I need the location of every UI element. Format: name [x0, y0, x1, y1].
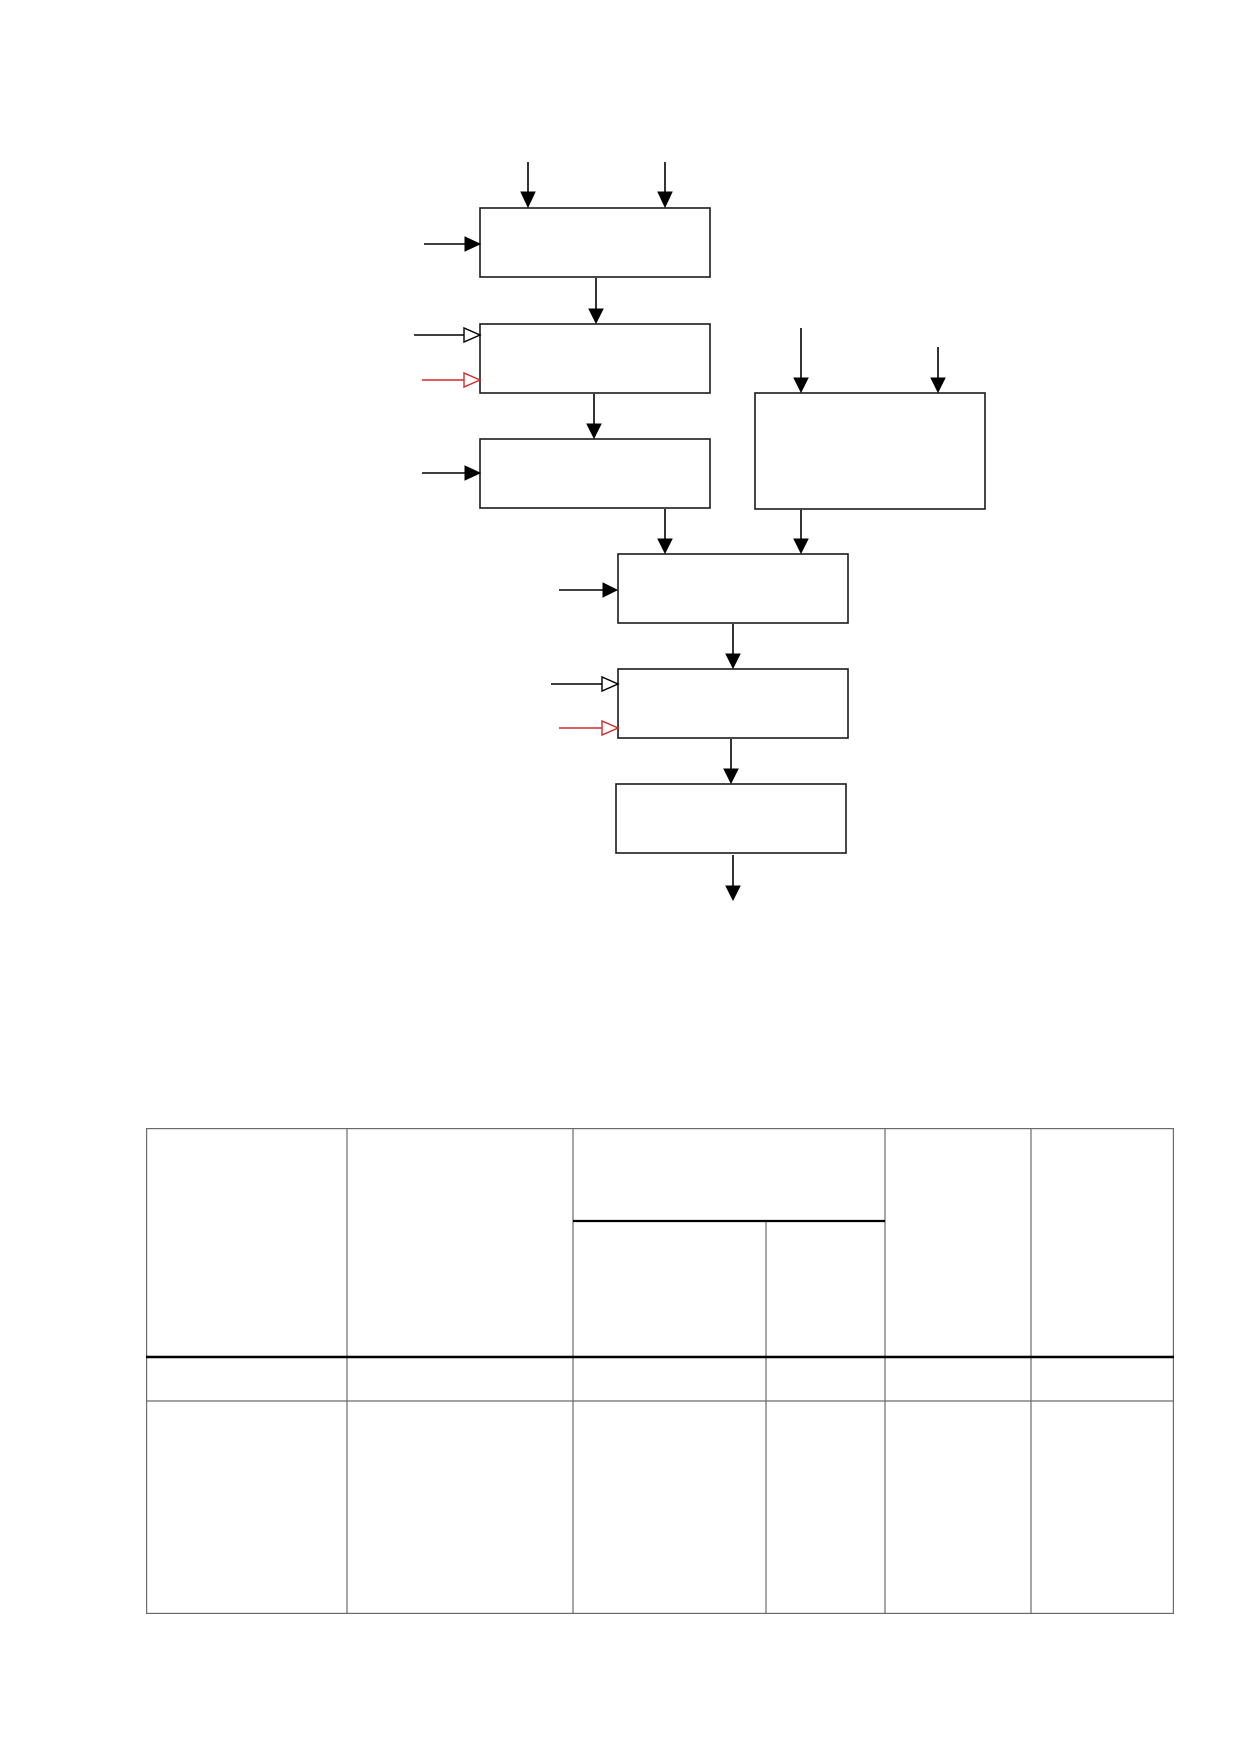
- process-step-2-box: [479, 323, 711, 394]
- input-arrow-step1-left: [424, 236, 482, 252]
- input-arrow-step1-top-right: [657, 162, 673, 209]
- input-arrow-step3-left: [422, 465, 482, 481]
- process-step-6-box: [615, 783, 847, 854]
- open-arrow-red-step2: [422, 371, 482, 389]
- process-step-3-box: [479, 438, 711, 509]
- process-step-1-box: [479, 207, 711, 278]
- output-arrow-step6: [725, 855, 741, 902]
- open-arrow-black-step5: [551, 675, 620, 693]
- input-arrow-step4-left: [559, 582, 619, 598]
- side-process-box: [754, 392, 986, 510]
- data-table: [146, 1128, 1174, 1614]
- flow-arrow-step2-to-step3: [586, 394, 602, 440]
- input-arrow-side-top-right: [930, 347, 946, 394]
- open-arrow-black-step2: [414, 326, 482, 344]
- input-arrow-step1-top-left: [520, 162, 536, 209]
- open-arrow-red-step5: [559, 719, 620, 737]
- flow-arrow-step5-to-step6: [723, 739, 739, 785]
- flow-arrow-step4-to-step5: [725, 624, 741, 670]
- flow-arrow-step1-to-step2: [588, 278, 604, 325]
- table-outer-border: [146, 1128, 1174, 1614]
- process-step-4-box: [617, 553, 849, 624]
- input-arrow-side-top-left: [793, 328, 809, 394]
- flow-diagram: [414, 162, 986, 902]
- flow-arrow-side-to-step4: [793, 510, 809, 555]
- flow-arrow-step3-to-step4: [657, 509, 673, 555]
- process-step-5-box: [617, 668, 849, 739]
